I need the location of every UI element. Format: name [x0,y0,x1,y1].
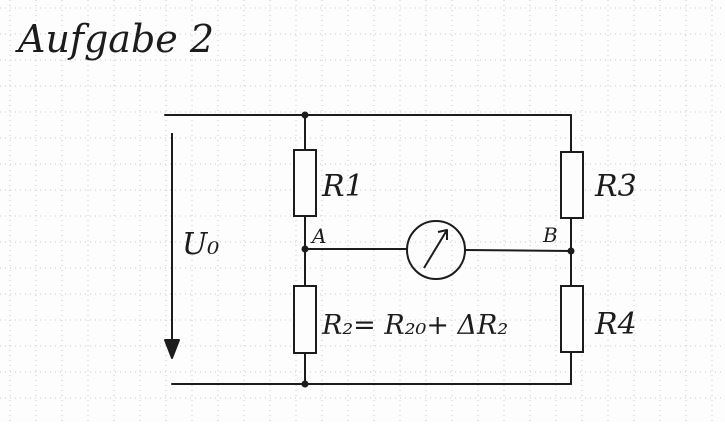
circuit-wires [164,114,572,385]
bridge-wire-right [464,249,572,252]
label-r4: R4 [594,307,637,342]
resistor-r2 [293,285,317,354]
label-source-voltage: U₀ [182,227,219,262]
junction-node-a [301,245,309,253]
junction-dots [301,111,575,388]
resistor-r3 [560,151,584,219]
resistors [293,149,584,354]
label-node-b: B [542,223,558,247]
label-r1: R1 [321,169,364,204]
junction-top-left [301,111,309,119]
label-r3: R3 [594,169,637,204]
galvanometer-icon [406,220,466,280]
label-node-a: A [310,224,326,248]
voltage-arrow-head [164,339,180,359]
voltage-arrow [164,133,180,359]
meter-needle [423,229,448,269]
junction-node-b [567,247,575,255]
junction-bottom-left [301,380,309,388]
meter-needle-head [437,229,448,240]
page-title: Aufgabe 2 [15,17,214,61]
resistor-r4 [560,285,584,353]
meter-circle [406,220,466,280]
resistor-r1 [293,149,317,217]
label-r2: R₂= R₂₀+ ΔR₂ [321,310,508,341]
